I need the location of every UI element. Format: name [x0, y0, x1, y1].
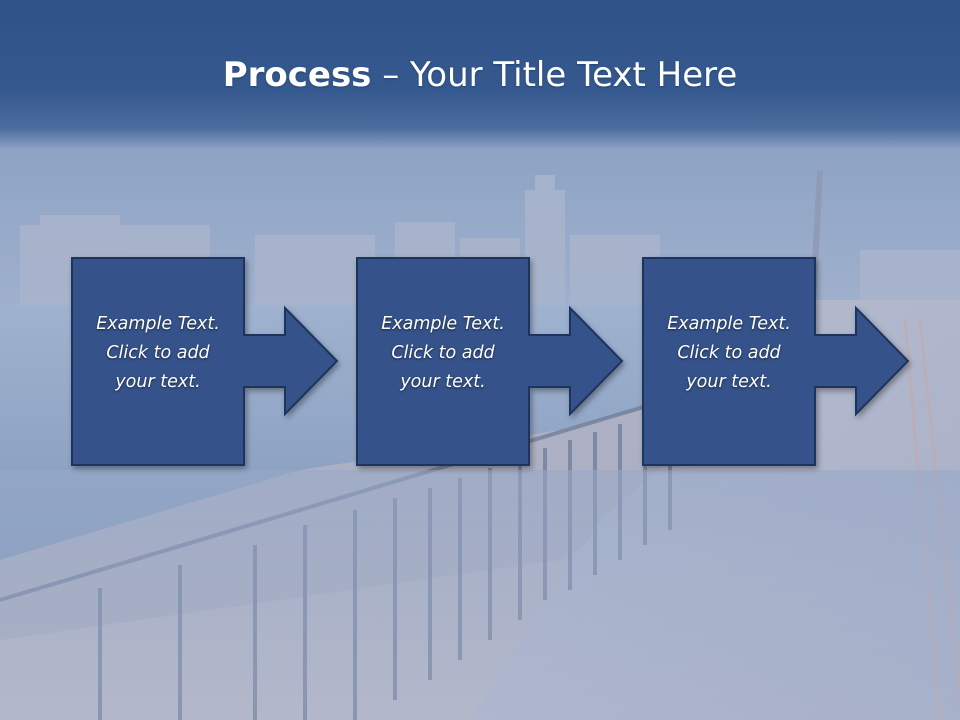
step-2-line-2: Click to add — [391, 343, 495, 363]
step-2-text[interactable]: Example Text. Click to add your text. — [357, 310, 529, 397]
step-3-line-1: Example Text. — [667, 314, 791, 334]
step-3-text[interactable]: Example Text. Click to add your text. — [643, 310, 815, 397]
step-3-line-2: Click to add — [677, 343, 781, 363]
title-bold: Process — [222, 55, 372, 95]
step-1-line-3: your text. — [115, 372, 201, 392]
step-2-line-1: Example Text. — [381, 314, 505, 334]
step-2-line-3: your text. — [400, 372, 486, 392]
step-1-line-1: Example Text. — [96, 314, 220, 334]
slide-title[interactable]: Process – Your Title Text Here — [0, 52, 960, 98]
step-3-line-3: your text. — [686, 372, 772, 392]
step-1-line-2: Click to add — [106, 343, 210, 363]
step-1-text[interactable]: Example Text. Click to add your text. — [72, 310, 244, 397]
process-step-3[interactable] — [642, 257, 910, 466]
reflection-overlay — [0, 470, 960, 720]
title-bar — [0, 0, 960, 150]
title-rest: – Your Title Text Here — [371, 55, 738, 95]
process-step-2[interactable] — [356, 257, 624, 466]
process-step-1[interactable] — [71, 257, 339, 466]
